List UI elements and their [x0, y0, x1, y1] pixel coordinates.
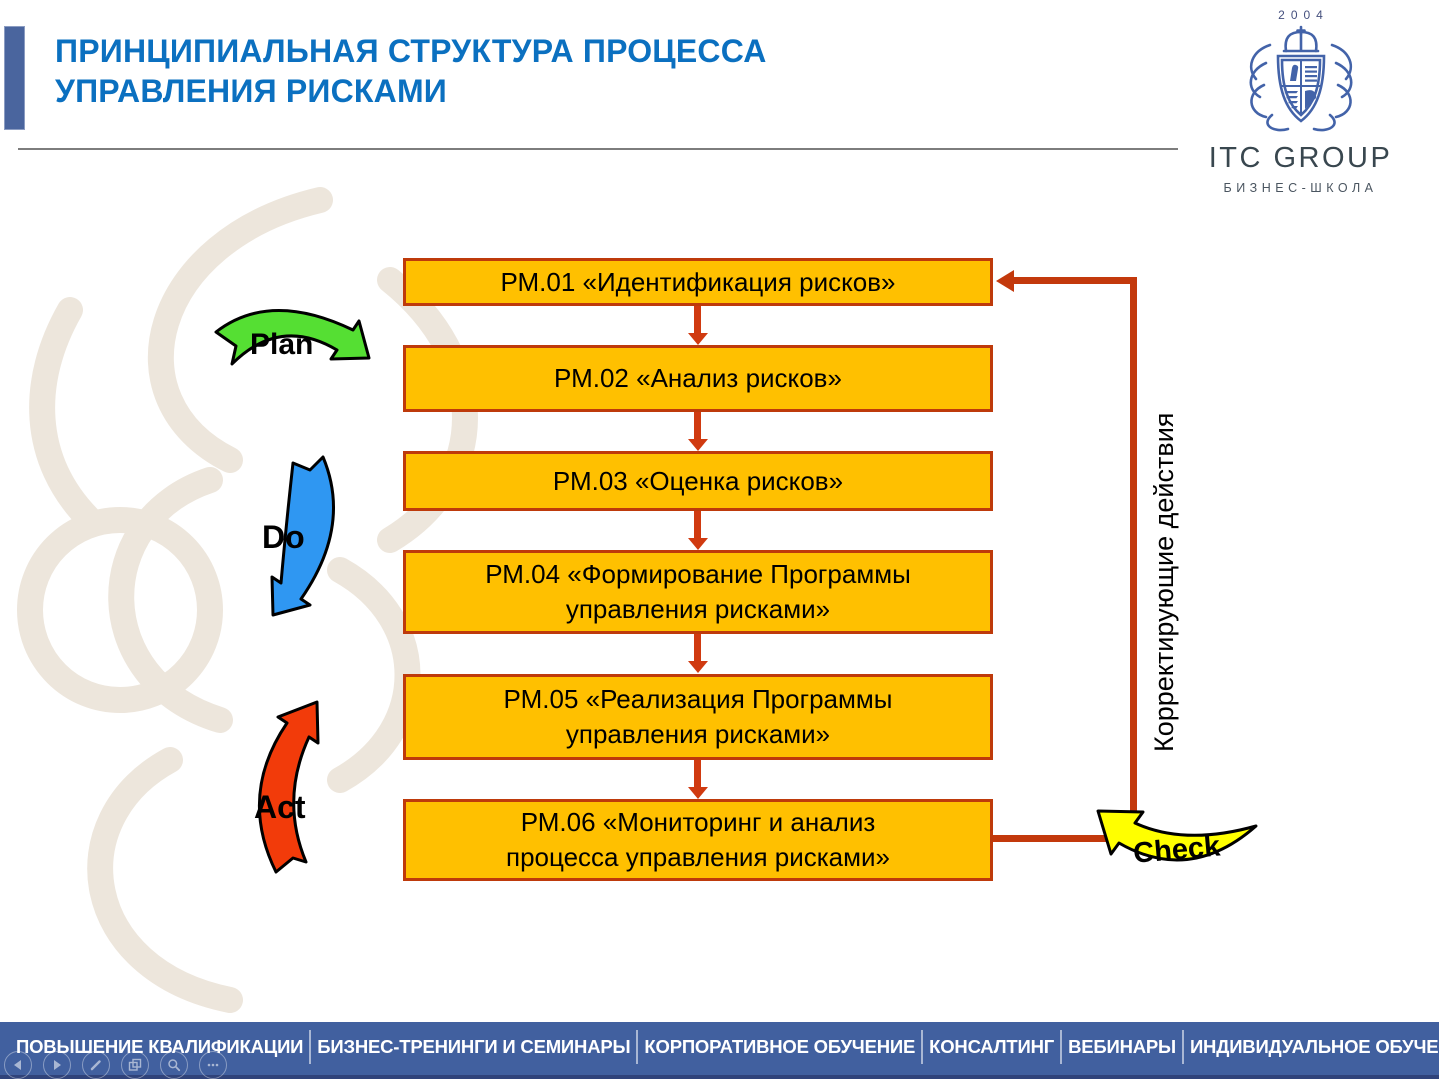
- slideshow-controls: [4, 1051, 227, 1079]
- footer-item-advanced-training: ПОВЫШЕНИЕ КВАЛИФИКАЦИИ: [16, 1036, 304, 1057]
- see-all-slides-button[interactable]: [121, 1051, 149, 1079]
- feedback-arrowhead: [996, 270, 1014, 292]
- logo-subtitle: БИЗНЕС-ШКОЛА: [1223, 181, 1378, 195]
- zoom-button[interactable]: [160, 1051, 188, 1079]
- pen-button[interactable]: [82, 1051, 110, 1079]
- connector-arrowhead-1: [688, 333, 708, 345]
- process-box-pm03: РМ.03 «Оценка рисков»: [403, 451, 993, 511]
- see-all-slides-icon: [128, 1058, 142, 1071]
- process-box-pm01: РМ.01 «Идентификация рисков»: [403, 258, 993, 306]
- plan-label: Plan: [250, 328, 313, 361]
- footer-separator: [309, 1030, 312, 1064]
- page-title: ПРИНЦИПИАЛЬНАЯ СТРУКТУРА ПРОЦЕССА УПРАВЛ…: [55, 31, 767, 111]
- feedback-label: Корректирующие действия: [1149, 412, 1179, 752]
- feedback-line-bottom: [993, 835, 1137, 842]
- next-icon: [54, 1060, 61, 1070]
- check-label: Check: [1132, 830, 1222, 870]
- connector-arrowhead-5: [688, 787, 708, 799]
- pen-icon: [90, 1060, 101, 1071]
- connector-arrowhead-3: [688, 538, 708, 550]
- connector-arrowhead-2: [688, 439, 708, 451]
- connector-arrowhead-4: [688, 661, 708, 673]
- act-label: Act: [254, 789, 306, 825]
- footer-separator: [921, 1030, 924, 1064]
- footer-item-corporate-education: КОРПОРАТИВНОЕ ОБУЧЕНИЕ: [644, 1036, 916, 1057]
- process-box-pm02: РМ.02 «Анализ рисков»: [403, 345, 993, 412]
- connector-arrow-5: [694, 760, 701, 787]
- title-line-2: УПРАВЛЕНИЯ РИСКАМИ: [55, 73, 448, 109]
- footer-separator: [636, 1030, 639, 1064]
- do-label: Do: [262, 519, 305, 555]
- footer-separator: [1181, 1030, 1184, 1064]
- connector-arrow-1: [694, 306, 701, 333]
- title-line-1: ПРИНЦИПИАЛЬНАЯ СТРУКТУРА ПРОЦЕССА: [55, 33, 767, 69]
- title-accent-bar: [4, 26, 25, 130]
- next-slide-button[interactable]: [43, 1051, 71, 1079]
- logo-name: ITC GROUP: [1208, 142, 1393, 174]
- footer-bar: ПОВЫШЕНИЕ КВАЛИФИКАЦИИ БИЗНЕС-ТРЕНИНГИ И…: [0, 1022, 1439, 1079]
- check-arrow: Check: [1096, 809, 1258, 870]
- feedback-line-top: [1012, 277, 1137, 284]
- crest-icon: [1249, 25, 1352, 132]
- zoom-icon: [168, 1059, 181, 1072]
- previous-slide-button[interactable]: [4, 1051, 32, 1079]
- footer-item-consulting: КОНСАЛТИНГ: [929, 1036, 1055, 1057]
- footer-item-individual-education: ИНДИВИДУАЛЬНОЕ ОБУЧЕНИЕ: [1189, 1036, 1439, 1057]
- more-options-icon: [207, 1063, 219, 1067]
- previous-icon: [14, 1060, 21, 1070]
- connector-arrow-4: [694, 634, 701, 661]
- footer-menu: ПОВЫШЕНИЕ КВАЛИФИКАЦИИ БИЗНЕС-ТРЕНИНГИ И…: [0, 1022, 1439, 1072]
- logo-year: 2004: [1278, 8, 1329, 22]
- connector-arrow-3: [694, 511, 701, 538]
- footer-bottom-edge: [0, 1075, 1439, 1079]
- footer-item-trainings-seminars: БИЗНЕС-ТРЕНИНГИ И СЕМИНАРЫ: [317, 1036, 631, 1057]
- plan-arrow: Plan: [214, 309, 371, 366]
- footer-separator: [1060, 1030, 1063, 1064]
- footer-item-webinars: ВЕБИНАРЫ: [1068, 1036, 1176, 1057]
- act-arrow: Act: [254, 700, 320, 874]
- logo: 2004: [1193, 8, 1408, 195]
- do-arrow: Do: [262, 455, 335, 617]
- title-divider: [18, 148, 1178, 150]
- more-options-button[interactable]: [199, 1051, 227, 1079]
- process-box-pm06: РМ.06 «Мониторинг и анализ процесса упра…: [403, 799, 993, 881]
- process-box-pm04: РМ.04 «Формирование Программы управления…: [403, 550, 993, 634]
- process-box-pm05: РМ.05 «Реализация Программы управления р…: [403, 674, 993, 760]
- feedback-line-vertical: [1130, 277, 1137, 842]
- connector-arrow-2: [694, 412, 701, 439]
